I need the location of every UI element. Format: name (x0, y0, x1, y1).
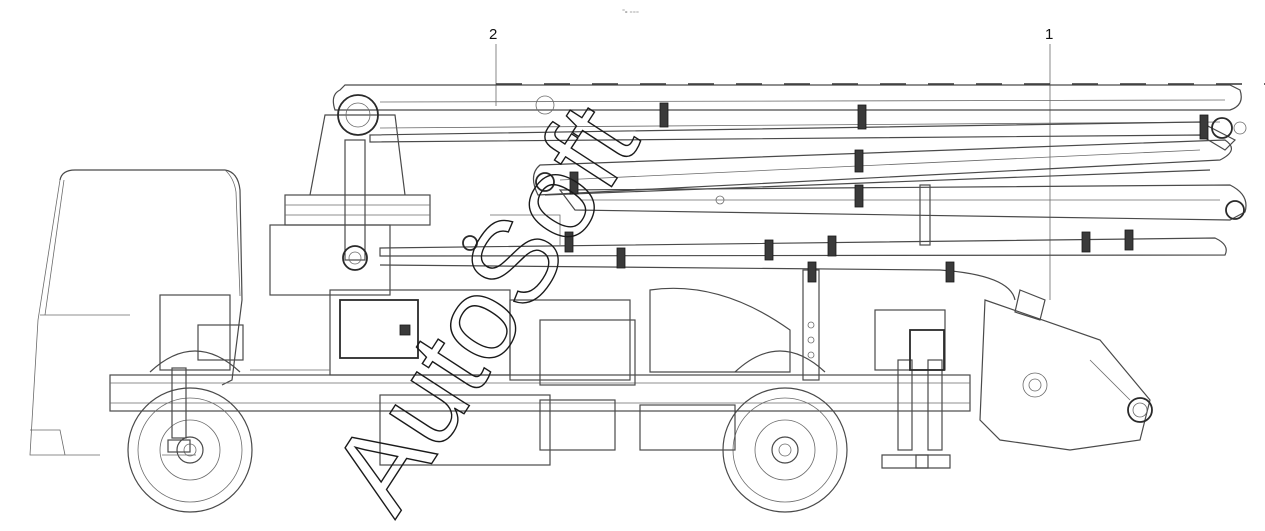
callout-1: 1 (1045, 26, 1053, 300)
outrigger-rear-2 (915, 359, 951, 469)
rear-wheel (722, 387, 848, 513)
watermark-text: AutoSoft (306, 83, 663, 531)
boom-section-3 (558, 184, 1247, 246)
pipe-clamps (564, 102, 1209, 283)
pump-body (159, 287, 946, 466)
watermark: AutoSoft (305, 82, 664, 531)
callout-2-label: 2 (489, 26, 497, 43)
hopper-unit (979, 289, 1153, 451)
boom-section-2 (532, 139, 1232, 205)
boom-section-4 (379, 214, 1227, 301)
outrigger-rear-1 (881, 359, 929, 469)
callout-1-label: 1 (1045, 26, 1053, 43)
callout-2: 2 (489, 26, 497, 106)
top-mark: ⁼ₒ ₌₌₌ (622, 8, 639, 15)
truck-cab (29, 169, 243, 456)
outrigger-mid (802, 269, 820, 381)
boom-section-1 (332, 84, 1247, 151)
boom-turret (269, 114, 431, 296)
outrigger-front (162, 367, 196, 456)
front-wheel (127, 387, 253, 513)
